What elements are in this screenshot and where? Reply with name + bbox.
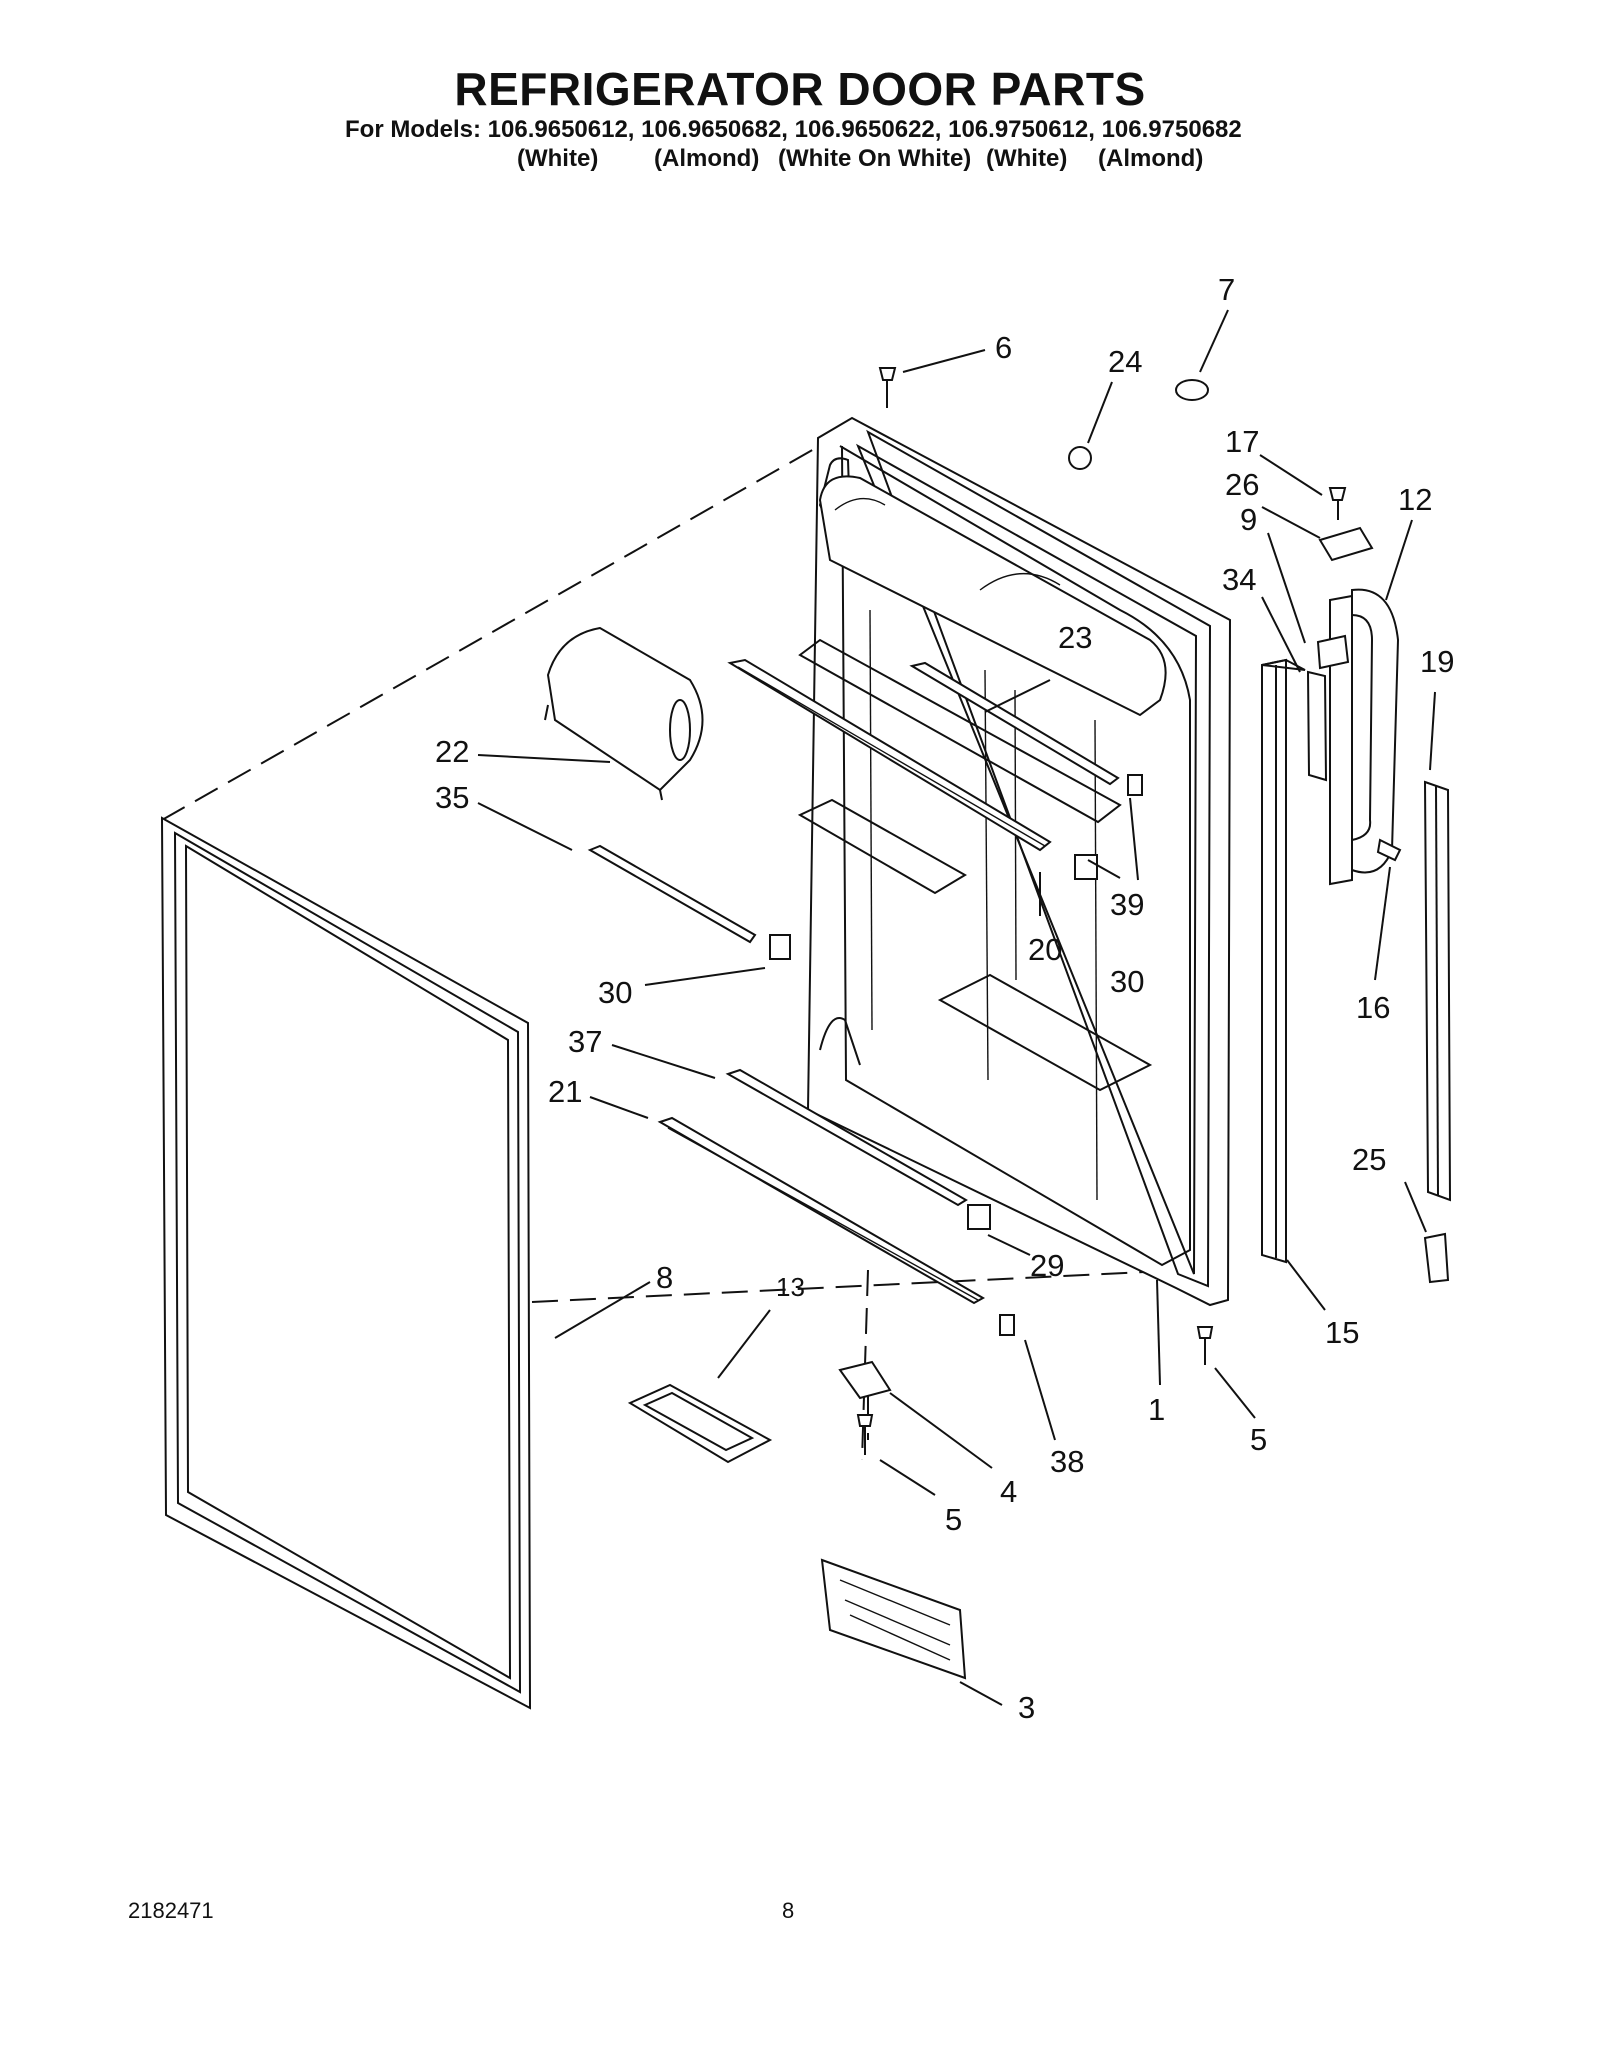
page-number: 8 — [782, 1898, 795, 1923]
callout-30-left: 30 — [598, 975, 632, 1010]
door-handle-part-12 — [1329, 588, 1400, 886]
clip-part-30-right — [1074, 854, 1098, 880]
grille-part-3 — [820, 1558, 967, 1680]
plug-part-7 — [1175, 379, 1209, 401]
callout-1: 1 — [1148, 1392, 1165, 1427]
door-gasket-part-8 — [160, 816, 532, 1710]
strip-part-19 — [1423, 780, 1452, 1202]
model-color-2: (Almond) — [654, 145, 760, 172]
callout-4: 4 — [1000, 1474, 1017, 1509]
document-number: 2182471 — [128, 1898, 214, 1923]
callout-38: 38 — [1050, 1444, 1084, 1479]
model-color-5: (Almond) — [1098, 145, 1204, 172]
callout-19: 19 — [1420, 644, 1454, 679]
screw-part-17 — [1328, 487, 1347, 520]
callout-25: 25 — [1352, 1142, 1386, 1177]
screw-part-5-bottom — [856, 1414, 874, 1455]
callout-20: 20 — [1028, 932, 1062, 967]
callout-34: 34 — [1222, 562, 1256, 597]
model-color-1: (White) — [517, 145, 599, 172]
callout-labels: 6 7 24 17 26 12 9 34 19 23 22 35 39 20 3… — [435, 272, 1454, 1725]
callout-5-right: 5 — [1250, 1422, 1267, 1457]
callout-6: 6 — [995, 330, 1012, 365]
models-line: For Models: 106.9650612, 106.9650682, 10… — [345, 116, 1242, 143]
model-color-3: (White On White) — [778, 145, 972, 172]
callout-21: 21 — [548, 1074, 582, 1109]
callout-5-bottom: 5 — [945, 1502, 962, 1537]
shelf-bar-part-35 — [587, 844, 757, 944]
screw-part-16 — [1376, 838, 1402, 862]
clip-part-25 — [1423, 1232, 1450, 1284]
clip-part-29 — [967, 1204, 991, 1230]
callout-24: 24 — [1108, 344, 1142, 379]
callout-7: 7 — [1218, 272, 1235, 307]
screw-part-5-right — [1196, 1326, 1214, 1365]
model-color-4: (White) — [986, 145, 1068, 172]
callout-22: 22 — [435, 734, 469, 769]
washer-part-24 — [1068, 446, 1092, 470]
hinge-part-26 — [1318, 526, 1374, 562]
trim-part-15 — [1261, 658, 1306, 1264]
shelf-bar-part-21 — [657, 1116, 986, 1305]
callout-16: 16 — [1356, 990, 1390, 1025]
callout-8: 8 — [656, 1260, 673, 1295]
callout-35: 35 — [435, 780, 469, 815]
callout-12: 12 — [1398, 482, 1432, 517]
shelf-bars — [587, 658, 1120, 1305]
callout-9: 9 — [1240, 502, 1257, 537]
callout-37: 37 — [568, 1024, 602, 1059]
spacer-part-34 — [1306, 670, 1328, 782]
callout-15: 15 — [1325, 1315, 1359, 1350]
shelf-bar-part-23 — [909, 661, 1120, 786]
tray-part-13 — [627, 1383, 773, 1464]
clip-part-38 — [999, 1314, 1015, 1336]
callout-23: 23 — [1058, 620, 1092, 655]
bin-cover-part-22 — [544, 626, 704, 801]
hinge-part-9 — [1316, 634, 1350, 670]
callout-3: 3 — [1018, 1690, 1035, 1725]
callout-17: 17 — [1225, 424, 1259, 459]
callout-13: 13 — [776, 1272, 805, 1302]
door-assembly-part-1 — [797, 416, 1232, 1307]
callout-26: 26 — [1225, 467, 1259, 502]
callout-30-right: 30 — [1110, 964, 1144, 999]
page-title: REFRIGERATOR DOOR PARTS — [454, 63, 1146, 115]
clip-part-30-left — [769, 934, 791, 960]
screw-part-6 — [878, 367, 897, 408]
shelf-bar-part-37 — [725, 1068, 968, 1207]
callout-29: 29 — [1030, 1248, 1064, 1283]
callout-39: 39 — [1110, 887, 1144, 922]
clip-part-39 — [1127, 774, 1143, 796]
callout-leaders — [477, 309, 1436, 1706]
